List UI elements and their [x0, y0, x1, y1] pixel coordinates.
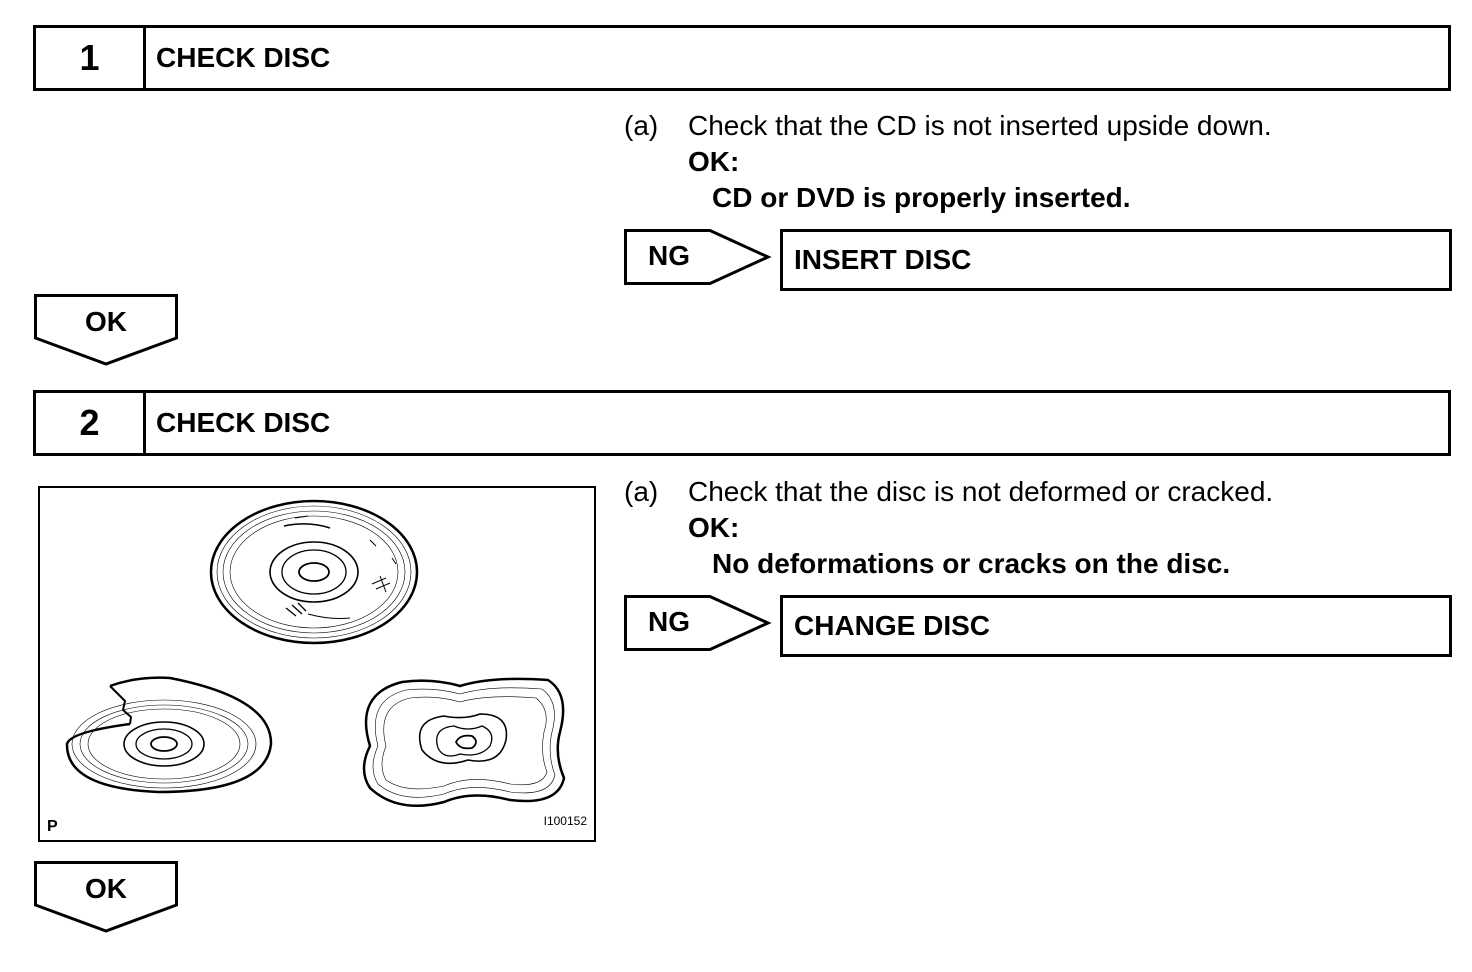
step-1-ng-action-box: INSERT DISC [780, 229, 1452, 291]
deformed-disc [362, 677, 566, 808]
step-1-instruction-text: Check that the CD is not inserted upside… [688, 110, 1272, 141]
step-1-number: 1 [36, 28, 146, 88]
step-2-ok-label: OK: [688, 512, 740, 543]
step-2-ok-arrow-label: OK [85, 873, 127, 904]
step-2-ng-action-box: CHANGE DISC [780, 595, 1452, 657]
step-1-ok-label: OK: [688, 146, 740, 177]
step-1-header: 1 CHECK DISC [33, 25, 1451, 91]
step-1-ok-arrow-label: OK [85, 306, 127, 337]
step-2-title: CHECK DISC [156, 407, 331, 438]
step-2-ok-arrow-icon [34, 861, 178, 933]
step-1-ng-label: NG [648, 240, 690, 271]
disc-damage-illustration [65, 499, 566, 808]
step-2-header: 2 CHECK DISC [33, 390, 1451, 456]
step-2-ok-detail: No deformations or cracks on the disc. [712, 548, 1231, 579]
figure-corner-label: P [47, 818, 58, 835]
step-2-ng-label: NG [648, 606, 690, 637]
figure-code: I100152 [543, 814, 587, 828]
step-2-number: 2 [36, 393, 146, 453]
step-1-ng-arrow-icon [624, 229, 772, 285]
cracked-disc [65, 676, 273, 794]
step-1-title: CHECK DISC [156, 42, 331, 73]
step-2-instruction-text: Check that the disc is not deformed or c… [688, 476, 1274, 507]
step-1-ok-arrow-icon [34, 294, 178, 366]
disc-illustration: P I100152 [38, 486, 596, 842]
step-1-instructions: (a) Check that the CD is not inserted up… [624, 108, 1454, 216]
step-2-instructions: (a) Check that the disc is not deformed … [624, 474, 1454, 582]
step-1-instruction-marker: (a) [624, 110, 659, 141]
step-2-instruction-marker: (a) [624, 476, 659, 507]
scratched-disc [209, 499, 419, 645]
step-1-ok-detail: CD or DVD is properly inserted. [712, 182, 1131, 213]
step-2-ng-arrow-icon [624, 595, 772, 651]
